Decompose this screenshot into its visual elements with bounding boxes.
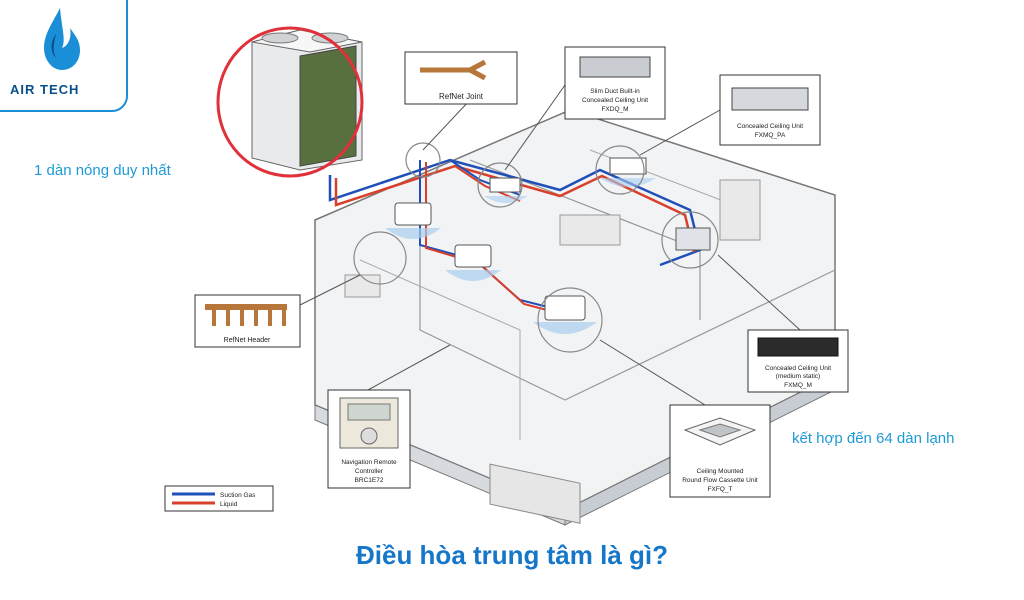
legend-label-gas: Suction Gas: [220, 492, 256, 499]
cassette-unit-icon: [445, 244, 501, 281]
magnifier-circle: [405, 142, 441, 178]
magnifier-circle: [661, 211, 719, 269]
callout-label: RefNet Header: [224, 337, 271, 344]
liquid-pipe: [334, 164, 696, 253]
magnifier-circle: [477, 162, 523, 208]
brand-logo: AIR TECH: [0, 0, 128, 112]
leader-line: [367, 344, 451, 391]
outdoor-unit-icon: [251, 29, 363, 171]
magnifier-circle: [537, 287, 603, 353]
brand-name: AIR TECH: [10, 82, 80, 97]
callout-label: FXMQ_PA: [755, 132, 786, 139]
callout-label: RefNet Joint: [439, 92, 484, 101]
callout-remote-controller: Navigation Remote Controller BRC1E72: [327, 389, 411, 489]
callout-refnet-header: RefNet Header: [194, 294, 301, 348]
furniture-sofa: [489, 463, 581, 524]
callout-label: FXMQ_M: [784, 382, 812, 389]
furniture-desk: [559, 214, 621, 246]
outdoor-highlight-ring: [216, 26, 364, 178]
callout-label: BRC1E72: [355, 477, 384, 484]
leader-line: [639, 109, 721, 156]
callout-label: Navigation Remote: [341, 459, 397, 466]
callout-concealed-m: Concealed Ceiling Unit (medium static) F…: [747, 329, 849, 393]
callout-slim-duct: Slim Duct Built-in Concealed Ceiling Uni…: [564, 46, 666, 120]
wall-partition: [359, 259, 521, 440]
duct-unit-icon: [675, 227, 711, 251]
callout-label: Slim Duct Built-in: [590, 88, 640, 95]
callout-label: Concealed Ceiling Unit: [737, 123, 803, 130]
magnifier-circle: [595, 145, 645, 195]
leader-line: [504, 84, 566, 171]
callout-label: (medium static): [776, 373, 820, 380]
furniture-cabinet: [719, 179, 761, 241]
caption-indoor: kết hợp đến 64 dàn lạnh: [792, 430, 955, 447]
duct-unit-icon: [484, 177, 528, 203]
leader-line: [422, 99, 471, 151]
callout-cassette: Ceiling Mounted Round Flow Cassette Unit…: [669, 404, 771, 498]
leader-line: [599, 339, 706, 406]
remote-controller-icon: [339, 397, 399, 449]
callout-label: Ceiling Mounted: [697, 468, 744, 475]
callout-label: Round Flow Cassette Unit: [682, 477, 758, 484]
legend-label-liquid: Liquid: [220, 501, 238, 508]
callout-label: FXDQ_M: [601, 106, 628, 113]
pipe-legend: Suction Gas Liquid: [164, 485, 274, 512]
cassette-unit-icon: [385, 202, 441, 239]
callout-label: FXFQ_T: [708, 486, 733, 493]
callout-label: Controller: [355, 468, 384, 475]
magnifier-circle: [353, 231, 407, 285]
callout-label: Concealed Ceiling Unit: [582, 97, 648, 104]
caption-outdoor: 1 dàn nóng duy nhất: [34, 162, 171, 179]
leader-line: [717, 254, 801, 331]
wall-partition: [419, 180, 836, 401]
callout-label: Concealed Ceiling Unit: [765, 365, 831, 372]
callout-concealed-pa: Concealed Ceiling Unit FXMQ_PA: [719, 74, 821, 146]
furniture-table: [344, 274, 381, 298]
cassette-unit-icon: [533, 295, 597, 334]
leader-line: [299, 274, 361, 306]
water-drop-logo-icon: [44, 8, 80, 70]
page-title: Điều hòa trung tâm là gì?: [355, 540, 668, 570]
callout-refnet-joint: RefNet Joint: [404, 51, 518, 105]
